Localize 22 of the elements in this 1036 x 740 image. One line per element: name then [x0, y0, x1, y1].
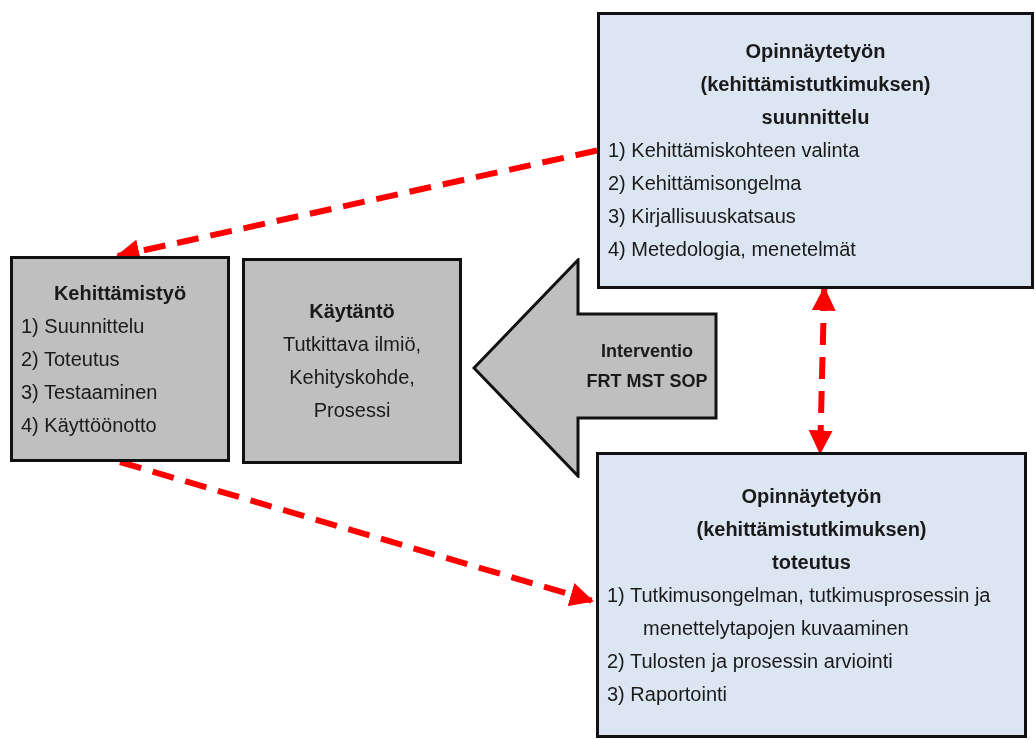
- process-box: [10, 256, 230, 462]
- block-arrow: [472, 258, 718, 478]
- box-heading: Opinnäytetyön (kehittämistutkimuksen) toteutus: [695, 483, 928, 575]
- box-heading: Opinnäytetyön (kehittämistutkimuksen) suunnittelu: [699, 39, 932, 130]
- process-box: [597, 12, 1034, 289]
- list-item: 3) Testaaminen: [21, 379, 159, 405]
- arrow-label: Interventio FRT MST SOP: [585, 340, 709, 393]
- list-item: 4) Metedologia, menetelmät: [608, 237, 857, 262]
- body-text: Tutkittava ilmiö, Kehityskohde, Prosessi: [281, 332, 423, 423]
- box-heading: Käytäntö: [309, 299, 395, 324]
- list-item: 3) Kirjallisuuskatsaus: [608, 204, 797, 229]
- process-box: [242, 258, 462, 464]
- list-item: 2) Kehittämisongelma: [608, 171, 803, 196]
- list-item: 4) Käyttöönotto: [21, 412, 158, 438]
- list-item: 2) Toteutus: [21, 346, 121, 372]
- process-box: [596, 452, 1027, 738]
- box-heading: Kehittämistyö: [53, 280, 187, 306]
- list-item: 1) Tutkimusongelman, tutkimusprosessin ja menettelytapojen kuvaaminen: [607, 582, 992, 641]
- list-item: 2) Tulosten ja prosessin arviointi: [607, 648, 894, 674]
- list-item: 1) Suunnittelu: [21, 313, 146, 339]
- list-item: 1) Kehittämiskohteen valinta: [608, 138, 861, 163]
- list-item: 3) Raportointi: [607, 681, 729, 707]
